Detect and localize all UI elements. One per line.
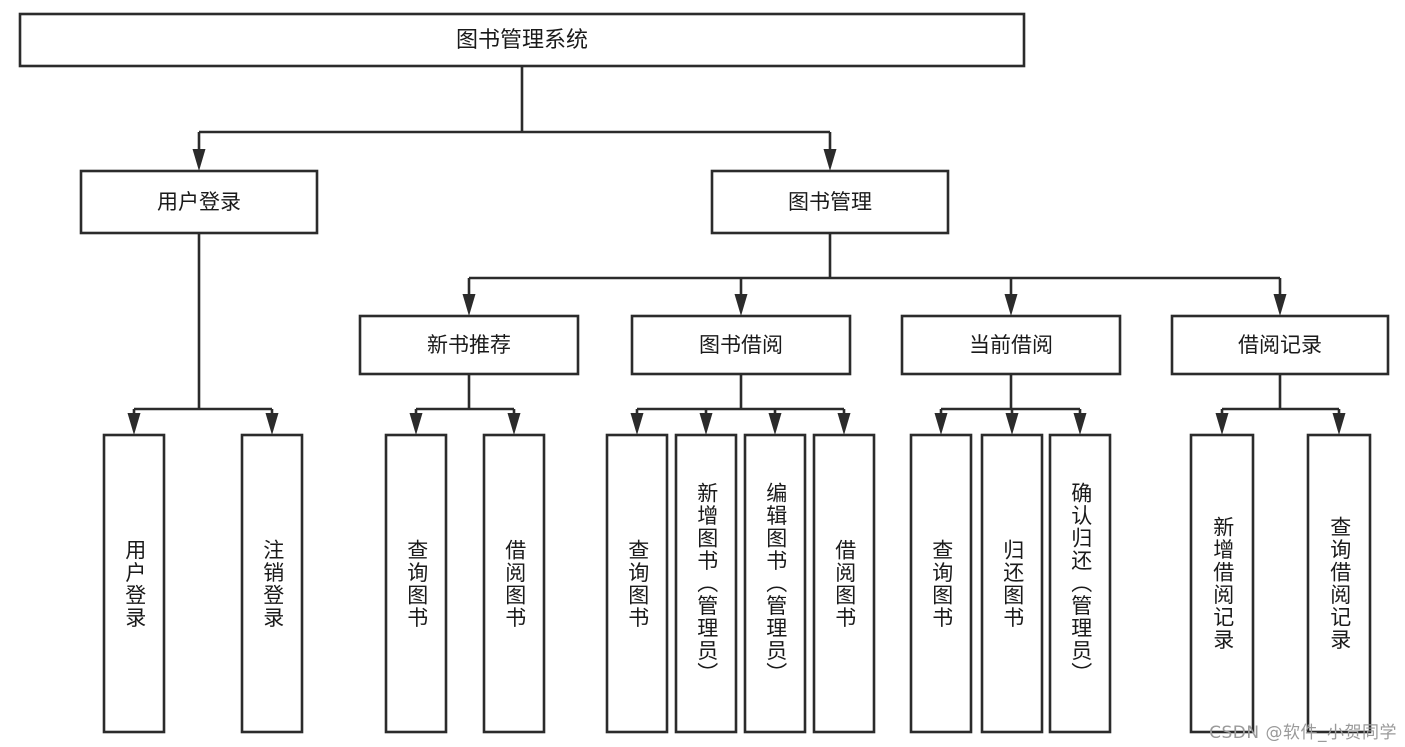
node-leaf-return-book[interactable]	[980, 433, 1044, 734]
arrow-to-user-login	[192, 149, 206, 171]
node-leaf-query-book-3[interactable]	[909, 433, 973, 734]
node-leaf-confirm-return[interactable]	[1048, 433, 1112, 734]
node-leaf-borrow-book-2[interactable]	[812, 433, 876, 734]
node-borrow-record-label: 借阅记录	[1238, 333, 1322, 357]
arrow-to-leaf-query-book-3	[934, 413, 948, 435]
arrow-to-leaf-return-book	[1005, 413, 1019, 435]
node-user-login-label: 用户登录	[157, 190, 241, 214]
node-leaf-query-record[interactable]	[1306, 433, 1372, 734]
node-root[interactable]	[18, 12, 1026, 68]
node-leaf-query-book-1[interactable]	[384, 433, 448, 734]
watermark-text: CSDN @软件_小贺同学	[1209, 723, 1397, 743]
node-book-borrow-label: 图书借阅	[699, 333, 783, 357]
arrow-to-leaf-query-book-2	[630, 413, 644, 435]
node-root-label: 图书管理系统	[456, 28, 588, 53]
node-leaf-edit-book[interactable]	[743, 433, 807, 734]
arrow-to-leaf-edit-book	[768, 413, 782, 435]
arrow-to-leaf-confirm-return	[1073, 413, 1087, 435]
node-leaf-user-login[interactable]	[102, 433, 166, 734]
node-leaf-add-record[interactable]	[1189, 433, 1255, 734]
node-current-borrow-label: 当前借阅	[969, 333, 1053, 357]
node-book-borrow[interactable]	[630, 314, 852, 376]
connectors-layer	[127, 66, 1346, 435]
arrow-to-book-manage	[823, 149, 837, 171]
arrow-to-leaf-user-logout	[265, 413, 279, 435]
arrow-to-new-book-recommend	[462, 294, 476, 316]
arrow-to-leaf-borrow-book-1	[507, 413, 521, 435]
arrow-to-leaf-add-record	[1215, 413, 1229, 435]
arrow-to-current-borrow	[1004, 294, 1018, 316]
arrow-to-leaf-add-book	[699, 413, 713, 435]
node-leaf-add-book[interactable]	[674, 433, 738, 734]
arrow-to-leaf-query-record	[1332, 413, 1346, 435]
node-borrow-record[interactable]	[1170, 314, 1390, 376]
node-book-manage-label: 图书管理	[788, 190, 872, 214]
arrow-to-leaf-borrow-book-2	[837, 413, 851, 435]
node-leaf-user-logout[interactable]	[240, 433, 304, 734]
node-new-book-recommend[interactable]	[358, 314, 580, 376]
arrow-to-leaf-user-login	[127, 413, 141, 435]
node-leaf-query-book-2[interactable]	[605, 433, 669, 734]
arrow-to-leaf-query-book-1	[409, 413, 423, 435]
node-new-book-recommend-label: 新书推荐	[427, 333, 511, 357]
boxes-layer	[18, 12, 1390, 734]
arrow-to-book-borrow	[734, 294, 748, 316]
arrow-to-borrow-record	[1273, 294, 1287, 316]
node-current-borrow[interactable]	[900, 314, 1122, 376]
node-book-manage[interactable]	[710, 169, 950, 235]
node-user-login[interactable]	[79, 169, 319, 235]
node-leaf-borrow-book-1[interactable]	[482, 433, 546, 734]
